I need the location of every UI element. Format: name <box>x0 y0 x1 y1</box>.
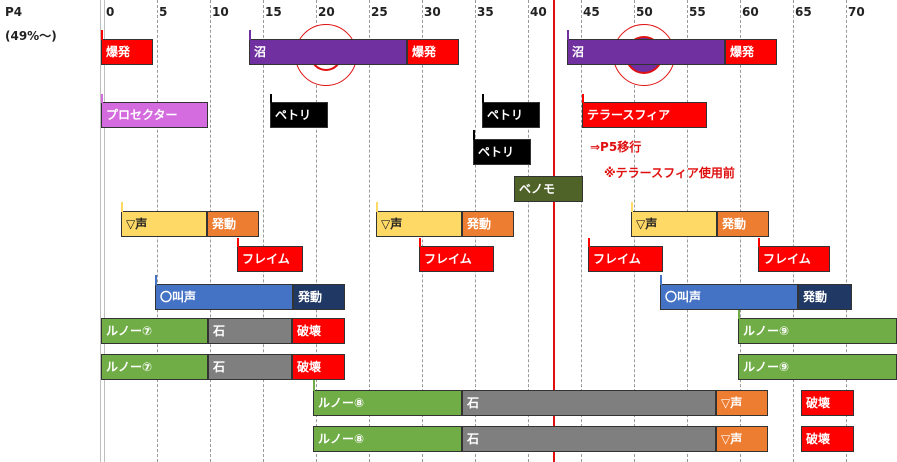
time-tick-label: 60 <box>742 5 759 19</box>
timeline-bar-hatsudo-3: 発動 <box>717 211 769 237</box>
timeline-bar-petori-2: ペトリ <box>482 102 540 128</box>
timeline-bar-petori-1: ペトリ <box>270 102 328 128</box>
current-time-marker <box>553 0 555 462</box>
bar-flag-post <box>588 238 590 247</box>
timeline-bar-terra-sphere: テラースフィア <box>582 102 707 128</box>
phase-label-column: P4 (49%〜) <box>0 0 101 462</box>
time-tick-label: 0 <box>106 5 115 19</box>
timeline-bar-flame-4: フレイム <box>758 246 830 272</box>
timeline-bar-runo9-a: ルノー⑨ <box>738 318 897 344</box>
timeline-bar-hatsudo-2: 発動 <box>462 211 514 237</box>
timeline-bar-sakebi-2: 〇叫声 <box>660 284 798 310</box>
time-tick-label: 70 <box>848 5 865 19</box>
grid-line <box>263 0 264 462</box>
bar-flag-post <box>155 275 157 285</box>
timeline-bar-koe-5: ▽声 <box>716 426 768 452</box>
bar-flag-post <box>249 30 251 40</box>
timeline-bar-flame-2: フレイム <box>419 246 494 272</box>
timeline-bar-hakai-c: 破壊 <box>801 390 854 416</box>
timeline-bar-runo8-a: ルノー⑧ <box>313 390 462 416</box>
time-tick-label: 25 <box>371 5 388 19</box>
timeline-bar-runo7-b: ルノー⑦ <box>101 354 208 380</box>
timeline-bar-ishi-d: 石 <box>462 426 716 452</box>
bar-flag-post <box>660 275 662 285</box>
timeline-bar-ishi-a: 石 <box>208 318 292 344</box>
grid-line <box>104 0 105 462</box>
time-tick-label: 65 <box>795 5 812 19</box>
time-tick-label: 20 <box>318 5 335 19</box>
timeline-bar-projector: プロセクター <box>101 102 208 128</box>
timeline-bar-runo8-b: ルノー⑧ <box>313 426 462 452</box>
bar-flag-post <box>101 30 103 40</box>
bar-flag-post <box>473 130 475 140</box>
timeline-bar-koe-1: ▽声 <box>121 211 207 237</box>
time-tick-label: 5 <box>159 5 168 19</box>
time-tick-label: 10 <box>212 5 229 19</box>
grid-line <box>793 0 794 462</box>
timeline-bar-numa-1: 沼 <box>249 39 407 65</box>
timeline-bar-ishi-c: 石 <box>462 390 716 416</box>
bar-flag-post <box>419 238 421 247</box>
time-tick-label: 15 <box>265 5 282 19</box>
time-tick-label: 45 <box>583 5 600 19</box>
bar-flag-post <box>121 202 123 212</box>
timeline-bar-hakai-a: 破壊 <box>292 318 345 344</box>
bar-flag-post <box>567 30 569 40</box>
grid-line <box>369 0 370 462</box>
time-tick-label: 40 <box>530 5 547 19</box>
timeline-bar-koe-2: ▽声 <box>376 211 462 237</box>
grid-line <box>581 0 582 462</box>
bar-flag-post <box>237 238 239 247</box>
timeline-bar-ishi-b: 石 <box>208 354 292 380</box>
bar-flag-post <box>313 380 315 391</box>
timeline-bar-flame-1: フレイム <box>237 246 303 272</box>
timeline-bar-petori-3: ペトリ <box>473 139 531 165</box>
timeline-bar-koe-3: ▽声 <box>631 211 717 237</box>
timeline-bar-runo9-b: ルノー⑨ <box>738 354 897 380</box>
timeline-bar-koe-4: ▽声 <box>716 390 768 416</box>
grid-line <box>528 0 529 462</box>
grid-line <box>316 0 317 462</box>
timeline-bar-numa-2: 沼 <box>567 39 725 65</box>
bar-flag-post <box>482 94 484 103</box>
phase-label: P4 <box>5 5 23 19</box>
time-tick-label: 30 <box>424 5 441 19</box>
timeline-bar-sakebi-1: 〇叫声 <box>155 284 293 310</box>
hp-threshold-label: (49%〜) <box>5 29 57 43</box>
bar-flag-post <box>376 202 378 212</box>
bar-flag-post <box>738 310 740 319</box>
bar-flag-post <box>101 94 103 103</box>
bar-flag-post <box>270 94 272 103</box>
grid-line <box>846 0 847 462</box>
time-tick-label: 50 <box>636 5 653 19</box>
time-tick-label: 35 <box>477 5 494 19</box>
timeline-bar-bakuhatsu-2: 爆発 <box>407 39 459 65</box>
timeline-bar-hakai-b: 破壊 <box>292 354 345 380</box>
before-terra-note: ※テラースフィア使用前 <box>604 166 735 180</box>
bar-flag-post <box>582 94 584 103</box>
timeline-bar-hakai-d: 破壊 <box>801 426 854 452</box>
timeline-bar-hatsudo-1: 発動 <box>207 211 259 237</box>
time-tick-label: 55 <box>689 5 706 19</box>
p5-transition-note: ⇒P5移行 <box>590 140 642 154</box>
timeline-bar-flame-3: フレイム <box>588 246 663 272</box>
bar-flag-post <box>758 238 760 247</box>
timeline-bar-runo7-a: ルノー⑦ <box>101 318 208 344</box>
timeline-bar-bakuhatsu-3: 爆発 <box>725 39 777 65</box>
timeline-bar-bakuhatsu-1: 爆発 <box>101 39 153 65</box>
bar-flag-post <box>631 202 633 212</box>
timeline-bar-hatsudo-4: 発動 <box>293 284 345 310</box>
timeline-bar-hatsudo-5: 発動 <box>798 284 852 310</box>
timeline-bar-venomo: ベノモ <box>514 176 583 202</box>
